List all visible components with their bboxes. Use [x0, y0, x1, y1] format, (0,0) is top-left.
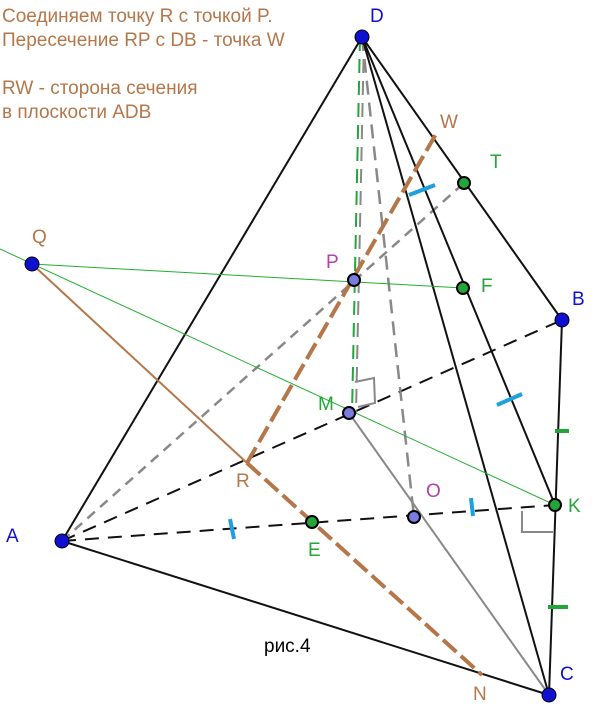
line-MC [348, 412, 550, 696]
tick-mark [228, 518, 236, 540]
edge-AK-hidden [61, 504, 556, 542]
line-DM-height-gray [355, 36, 365, 414]
section-RW [245, 133, 438, 464]
tick-mark [408, 183, 436, 197]
point-P[interactable] [347, 273, 361, 287]
right-angle-mark-M [354, 376, 377, 408]
figure-caption: рис.4 [264, 636, 311, 657]
label-D: D [370, 6, 384, 27]
point-O[interactable] [407, 510, 421, 524]
label-N: N [473, 684, 487, 705]
label-Q: Q [32, 227, 47, 248]
edge-DC [361, 36, 550, 696]
label-K: K [568, 496, 581, 517]
line-DM-height [351, 36, 361, 414]
note-line-4: в плоскости ADB [2, 102, 152, 123]
point-D[interactable] [354, 29, 370, 45]
note-line-3: RW - сторона сечения [2, 78, 198, 99]
label-F: F [481, 276, 493, 297]
label-A: A [6, 526, 19, 547]
label-M: M [318, 394, 334, 415]
tick-mark [496, 392, 523, 407]
point-C[interactable] [541, 687, 557, 703]
note-line-2: Пересечение RP с DB - точка W [2, 30, 285, 51]
line-QF [31, 263, 464, 289]
label-T: T [490, 152, 502, 173]
label-C: C [560, 664, 574, 685]
right-angle-mark-K [521, 511, 553, 533]
point-A[interactable] [54, 533, 70, 549]
point-K[interactable] [548, 498, 562, 512]
tick-mark [469, 497, 475, 517]
label-R: R [236, 471, 250, 492]
point-M[interactable] [342, 406, 356, 420]
label-W: W [440, 112, 458, 133]
line-QK [0, 248, 556, 506]
note-line-1: Соединяем точку R с точкой P. [2, 6, 273, 27]
label-E: E [308, 540, 321, 561]
section-RN [245, 461, 484, 677]
edge-DA [61, 36, 363, 542]
point-B[interactable] [554, 312, 570, 328]
label-O: O [426, 481, 441, 502]
line-QR [31, 263, 248, 464]
point-F[interactable] [456, 281, 470, 295]
point-T[interactable] [457, 176, 471, 190]
edge-AC [61, 540, 550, 696]
point-Q[interactable] [24, 256, 40, 272]
line-DO-hidden [360, 36, 416, 518]
point-E[interactable] [305, 515, 319, 529]
line-DK [361, 36, 556, 506]
label-P: P [326, 252, 339, 273]
label-B: B [572, 289, 585, 310]
line-AT-hidden [61, 182, 465, 542]
